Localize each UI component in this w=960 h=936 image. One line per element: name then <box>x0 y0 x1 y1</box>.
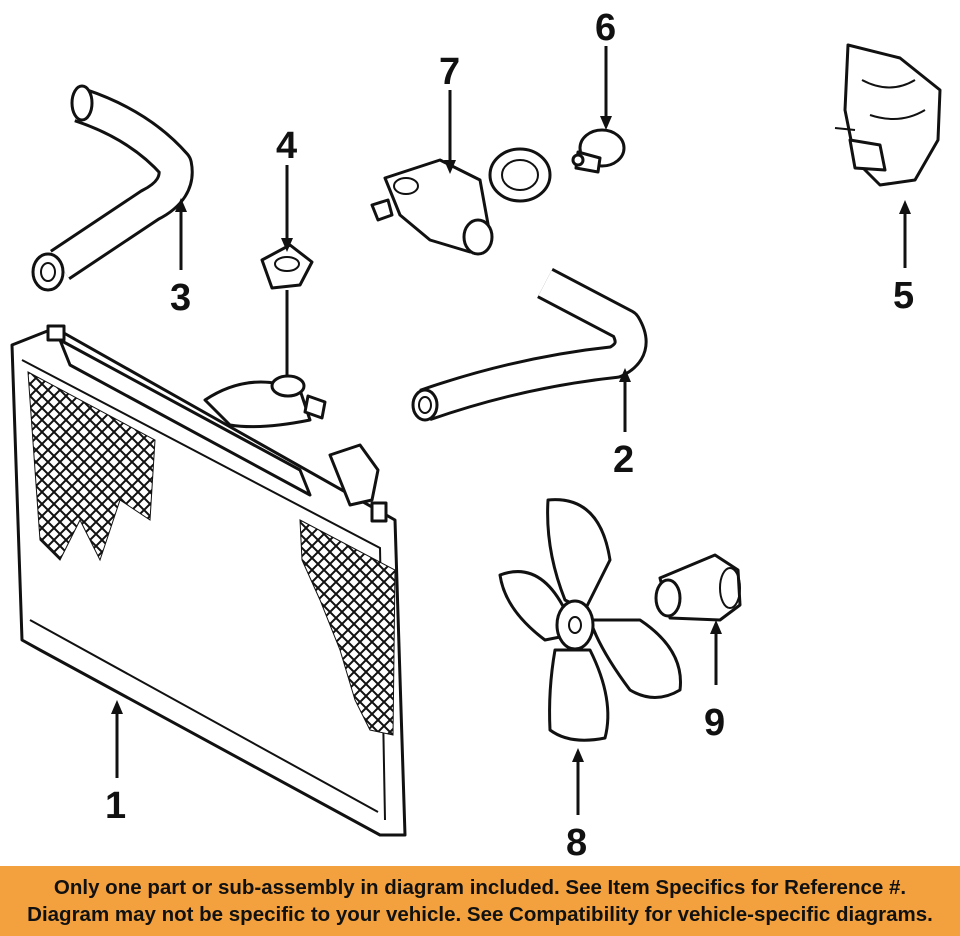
thermostat <box>571 128 626 174</box>
callout-4: 4 <box>276 125 297 167</box>
callout-9: 9 <box>704 702 725 744</box>
callout-3: 3 <box>170 277 191 319</box>
callout-2: 2 <box>613 439 634 481</box>
cooling-system-diagram: 1 2 3 4 5 6 7 8 9 <box>10 7 942 864</box>
lower-radiator-hose <box>411 267 648 422</box>
callout-5: 5 <box>893 275 914 317</box>
upper-radiator-hose <box>31 84 194 292</box>
thermostat-housing <box>370 158 494 256</box>
fan-motor <box>654 553 742 622</box>
radiator <box>10 324 407 837</box>
cooling-fan-blade <box>498 498 682 742</box>
callout-6: 6 <box>595 7 616 49</box>
water-pump <box>834 43 942 187</box>
callout-8: 8 <box>566 822 587 864</box>
leader-lines <box>111 46 911 815</box>
callout-1: 1 <box>105 785 126 827</box>
disclaimer-banner: Only one part or sub-assembly in diagram… <box>0 866 960 936</box>
callout-7: 7 <box>439 51 460 93</box>
disclaimer-line-2: Diagram may not be specific to your vehi… <box>27 903 933 926</box>
thermostat-gasket <box>488 147 552 203</box>
disclaimer-line-1: Only one part or sub-assembly in diagram… <box>53 876 907 899</box>
